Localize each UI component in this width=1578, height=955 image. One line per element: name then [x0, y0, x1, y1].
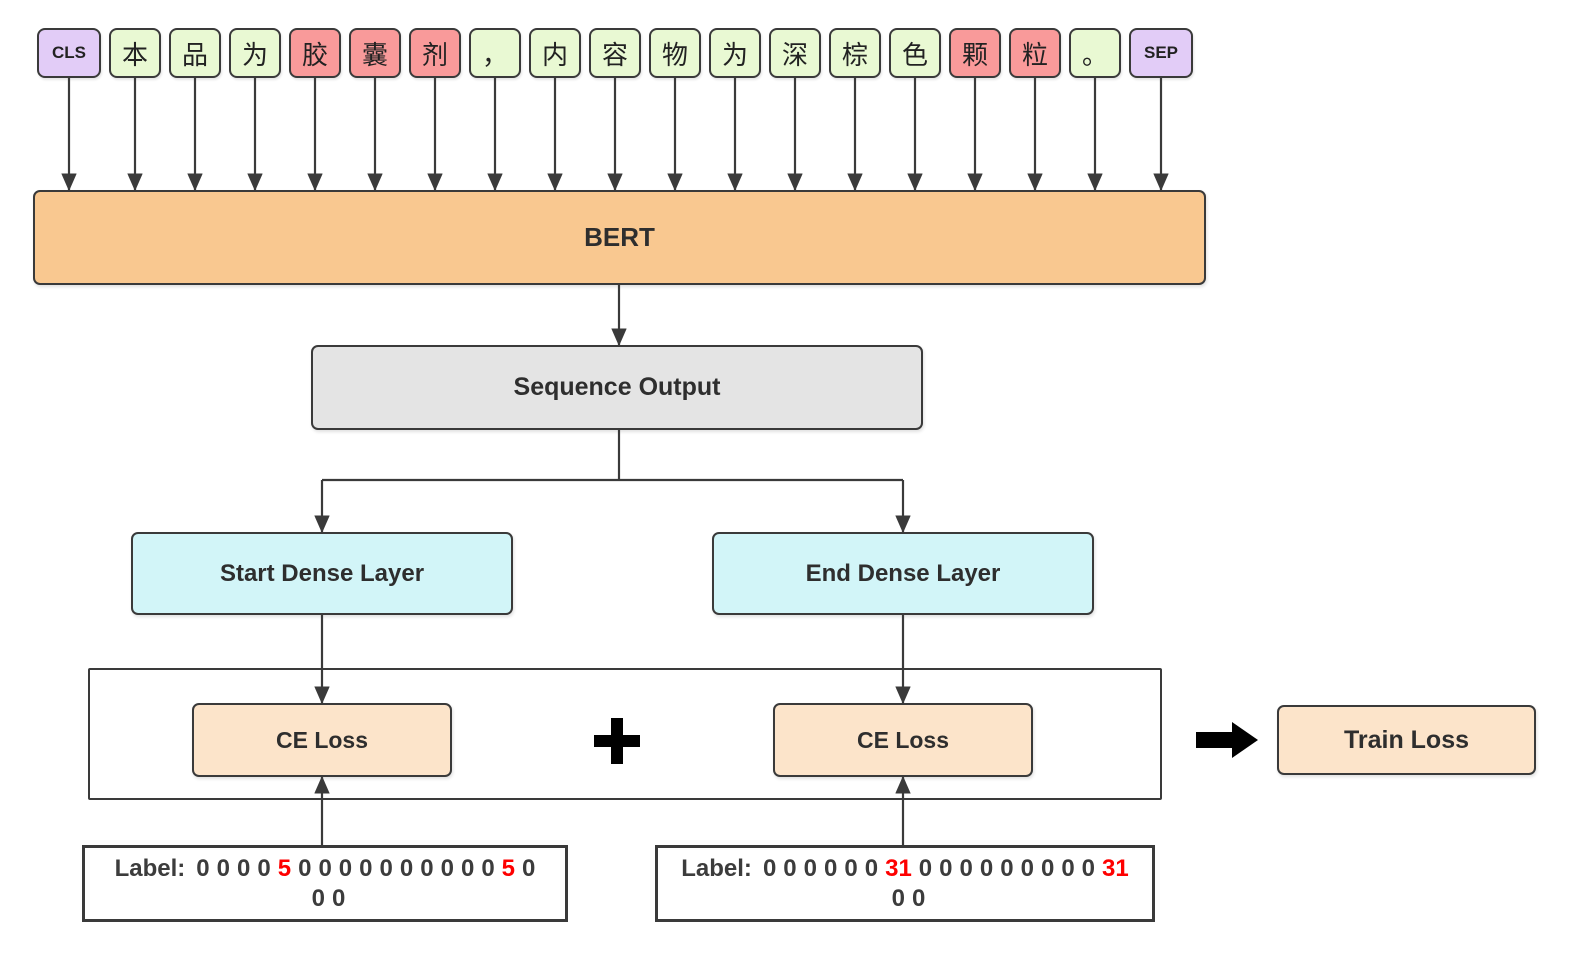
token-。: 。: [1069, 28, 1121, 78]
label-prefix: Label:: [114, 854, 186, 882]
label-value: 0: [912, 884, 926, 912]
token-囊: 囊: [349, 28, 401, 78]
label-value: 0: [298, 854, 312, 882]
token-内: 内: [529, 28, 581, 78]
label-value-highlight: 31: [1102, 854, 1129, 882]
label-value: 0: [762, 854, 777, 882]
label-value: 0: [803, 854, 818, 882]
label-value: 0: [338, 854, 353, 882]
label-value: 0: [359, 854, 373, 882]
token-胶: 胶: [289, 28, 341, 78]
label-value: 0: [864, 854, 879, 882]
label-value: 0: [939, 854, 953, 882]
label-value: 0: [379, 854, 393, 882]
label-value: 0: [844, 854, 858, 882]
plus-icon: [594, 718, 640, 764]
token-本: 本: [109, 28, 161, 78]
token-色: 色: [889, 28, 941, 78]
token-颗: 颗: [949, 28, 1001, 78]
label-value-highlight: 31: [885, 854, 912, 882]
arrow-right-shaft: [1196, 732, 1232, 748]
token-粒: 粒: [1009, 28, 1061, 78]
token-棕: 棕: [829, 28, 881, 78]
arrow-right-head: [1232, 722, 1258, 758]
label-value: 0: [979, 854, 994, 882]
token-SEP: SEP: [1129, 28, 1193, 78]
arrow-right-icon: [1196, 722, 1258, 758]
label-value: 0: [420, 854, 434, 882]
label-value-highlight: 5: [501, 854, 516, 882]
token-品: 品: [169, 28, 221, 78]
label-value: 0: [440, 854, 454, 882]
label-value: 0: [257, 854, 271, 882]
label-value: 0: [1081, 854, 1096, 882]
label-value: 0: [918, 854, 933, 882]
bert-box: BERT: [33, 190, 1206, 285]
train-loss-box: Train Loss: [1277, 705, 1536, 775]
label-value: 0: [332, 884, 346, 912]
label-value: 0: [318, 854, 332, 882]
token-CLS: CLS: [37, 28, 101, 78]
label-value: 0: [891, 884, 905, 912]
label-value: 0: [216, 854, 230, 882]
token-为: 为: [709, 28, 761, 78]
label-value: 0: [1000, 854, 1014, 882]
start-dense-layer-box: Start Dense Layer: [131, 532, 513, 615]
token-为: 为: [229, 28, 281, 78]
label-value-highlight: 5: [277, 854, 292, 882]
token-物: 物: [649, 28, 701, 78]
label-value: 0: [1020, 854, 1034, 882]
label-value: 0: [460, 854, 475, 882]
label-value: 0: [1040, 854, 1055, 882]
label-value: 0: [481, 854, 495, 882]
label-value: 0: [237, 854, 251, 882]
token-深: 深: [769, 28, 821, 78]
label-prefix: Label:: [681, 854, 752, 882]
ce-loss-end-box: CE Loss: [773, 703, 1033, 777]
label-value: 0: [311, 884, 325, 912]
ce-loss-start-box: CE Loss: [192, 703, 452, 777]
label-value: 0: [959, 854, 973, 882]
token-容: 容: [589, 28, 641, 78]
label-value: 0: [196, 854, 210, 882]
sequence-output-box: Sequence Output: [311, 345, 923, 430]
label-value: 0: [783, 854, 797, 882]
end-dense-layer-box: End Dense Layer: [712, 532, 1094, 615]
label-value: 0: [824, 854, 838, 882]
label-value: 0: [1061, 854, 1075, 882]
token-，: ，: [469, 28, 521, 78]
token-剂: 剂: [409, 28, 461, 78]
label-value: 0: [522, 854, 536, 882]
label-value: 0: [399, 854, 414, 882]
